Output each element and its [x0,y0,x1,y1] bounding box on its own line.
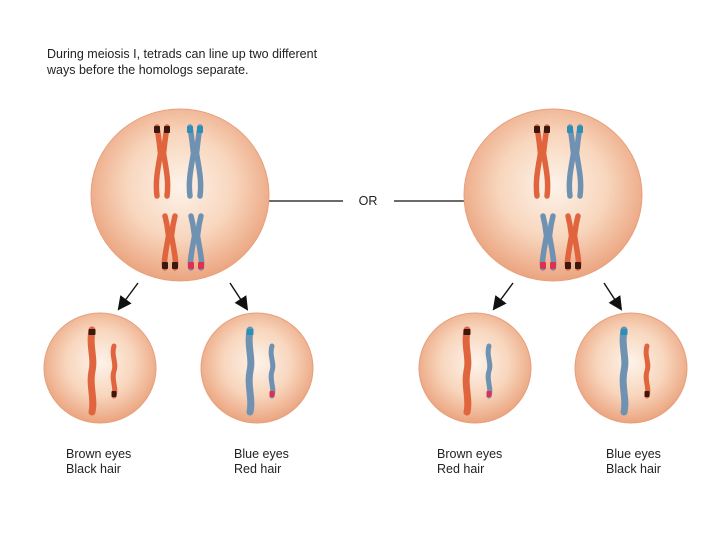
daughter-2-large-chromatid [245,326,255,416]
chromosome-large-paternal-right [566,124,584,199]
chromosome-small-paternal-left [187,213,205,271]
caption-2-eyes: Blue eyes [234,447,289,461]
chromosome-large-maternal-left [153,124,171,199]
arrow-2 [229,282,249,311]
daughter-2-small-chromatid [268,343,276,399]
arrow-1 [117,282,139,311]
daughter-cell-1 [43,312,157,424]
caption-1-hair: Black hair [66,462,121,476]
chromosomes-layer [87,124,651,416]
daughter-3-small-chromatid [485,343,493,399]
or-label: OR [359,194,378,208]
daughter-3-large-chromatid [462,326,472,416]
caption-3-eyes: Brown eyes [437,447,503,461]
daughter-4-large-chromatid [619,326,629,416]
parent-cell-left [90,108,270,282]
parent-cell-right [463,108,643,282]
arrow-4 [603,282,623,311]
caption-3-hair: Red hair [437,462,485,476]
intro-line-2: ways before the homologs separate. [47,63,249,77]
caption-2: Blue eyes Red hair [234,447,289,477]
chromosome-small-paternal-right [539,213,557,271]
intro-text: During meiosis I, tetrads can line up tw… [47,46,377,78]
daughter-cell-4 [574,312,688,424]
chromosome-small-maternal-left [161,213,179,271]
chromosome-large-maternal-right [533,124,551,199]
daughter-4-small-chromatid [643,343,651,399]
caption-4-hair: Black hair [606,462,661,476]
caption-4: Blue eyes Black hair [606,447,661,477]
caption-4-eyes: Blue eyes [606,447,661,461]
caption-2-hair: Red hair [234,462,282,476]
chromosome-large-paternal-left [186,124,204,199]
daughter-cell-3 [418,312,532,424]
caption-1: Brown eyes Black hair [66,447,131,477]
daughter-cell-2 [200,312,314,424]
daughter-1-small-chromatid [110,343,118,399]
daughter-1-large-chromatid [87,326,97,416]
caption-3: Brown eyes Red hair [437,447,502,477]
intro-line-1: During meiosis I, tetrads can line up tw… [47,47,318,61]
caption-1-eyes: Brown eyes [66,447,132,461]
chromosome-small-maternal-right [564,213,582,271]
arrow-3 [492,282,514,311]
